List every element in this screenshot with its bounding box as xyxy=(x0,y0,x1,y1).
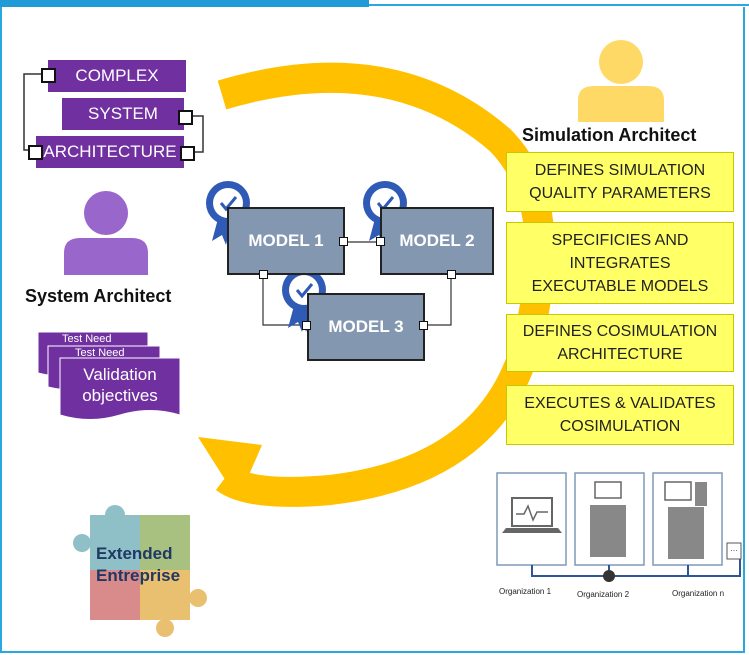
puzzle-line: Entreprise xyxy=(96,566,181,585)
task-line: EXECUTABLE MODELS xyxy=(531,277,709,295)
task-line: DEFINES COSIMULATION xyxy=(522,323,718,340)
model-label: MODEL 1 xyxy=(248,231,324,250)
connector-square xyxy=(180,146,195,161)
document-line: Validation xyxy=(83,365,157,384)
frame-top-line xyxy=(369,4,749,6)
organization-2-label: Organization 2 xyxy=(577,590,630,599)
document-line: objectives xyxy=(82,386,158,405)
connector-square xyxy=(302,321,311,330)
simulation-architect-icon xyxy=(578,40,664,122)
document-back-2-text: Test Need xyxy=(75,347,125,359)
task-box-architecture: DEFINES COSIMULATION ARCHITECTURE xyxy=(506,314,734,372)
task-box-integration: SPECIFICIES AND INTEGRATES EXECUTABLE MO… xyxy=(506,222,734,304)
connector-square xyxy=(41,68,56,83)
frame-border xyxy=(0,7,745,653)
architecture-box-architecture: ARCHITECTURE xyxy=(36,136,184,168)
connector-square xyxy=(28,145,43,160)
architecture-label: ARCHITECTURE xyxy=(43,142,177,161)
puzzle-text: Extended Entreprise xyxy=(96,543,180,587)
top-accent-bar xyxy=(0,0,369,7)
task-line: INTEGRATES xyxy=(569,254,671,272)
globe-icon xyxy=(603,570,615,582)
simulation-architect-label: Simulation Architect xyxy=(522,125,697,145)
connector-square xyxy=(339,237,348,246)
architecture-box-complex: COMPLEX xyxy=(48,60,186,92)
connector-square xyxy=(178,110,193,125)
connector-square xyxy=(447,270,456,279)
task-line: ARCHITECTURE xyxy=(557,346,683,363)
task-line: SPECIFICIES AND xyxy=(551,231,689,249)
system-architect-label: System Architect xyxy=(25,286,172,306)
connector-square xyxy=(419,321,428,330)
document-back-1-text: Test Need xyxy=(62,333,112,345)
task-box-execution: EXECUTES & VALIDATES COSIMULATION xyxy=(506,385,734,445)
architecture-label: COMPLEX xyxy=(75,66,159,85)
system-architect-icon xyxy=(64,191,148,275)
connector-square xyxy=(376,237,385,246)
organization-n-label: Organization n xyxy=(672,589,725,598)
task-line: QUALITY PARAMETERS xyxy=(529,185,711,202)
network-diagram xyxy=(496,472,742,582)
puzzle-icon xyxy=(73,505,207,637)
cycle-arrow xyxy=(198,62,555,507)
organization-1-label: Organization 1 xyxy=(499,587,552,596)
model-2-box: MODEL 2 xyxy=(380,207,494,275)
arrow-head xyxy=(198,437,262,500)
more-organizations-icon: … xyxy=(730,544,738,553)
task-line: DEFINES SIMULATION xyxy=(534,162,706,179)
architecture-box-system: SYSTEM xyxy=(62,98,184,130)
puzzle-line: Extended xyxy=(96,544,173,563)
architecture-label: SYSTEM xyxy=(88,104,158,123)
task-line: EXECUTES & VALIDATES xyxy=(524,395,716,412)
model-label: MODEL 3 xyxy=(328,317,404,336)
connector-square xyxy=(259,270,268,279)
task-box-quality: DEFINES SIMULATION QUALITY PARAMETERS xyxy=(506,152,734,212)
model-label: MODEL 2 xyxy=(399,231,475,250)
model-1-box: MODEL 1 xyxy=(227,207,345,275)
model-3-box: MODEL 3 xyxy=(307,293,425,361)
document-front-text: Validation objectives xyxy=(60,364,180,406)
task-line: COSIMULATION xyxy=(559,418,681,435)
document-stack xyxy=(37,331,181,420)
